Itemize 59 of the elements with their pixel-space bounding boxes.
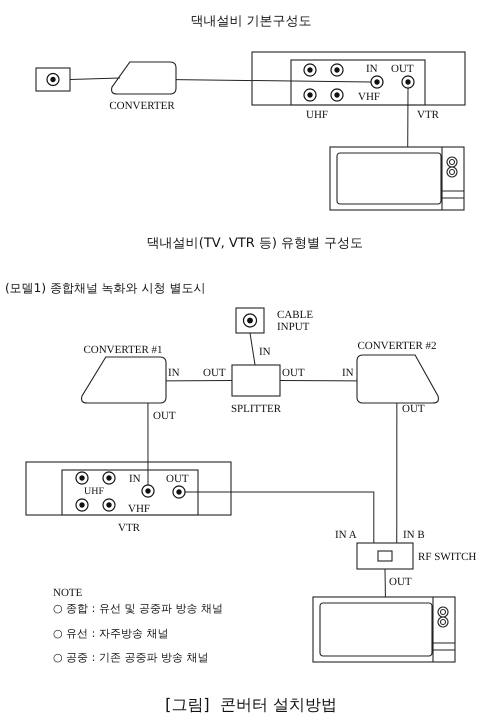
jack-connector xyxy=(331,64,343,76)
jack-connector xyxy=(371,76,383,88)
device-label: SPLITTER xyxy=(230,403,282,415)
port-label: IN A xyxy=(335,529,357,541)
port-label: OUT xyxy=(153,410,176,422)
jack-connector xyxy=(76,472,88,484)
port-label: UHF xyxy=(84,486,104,498)
wall-outlet xyxy=(36,68,70,91)
device-label: CONVERTER #2 xyxy=(357,340,437,352)
device-label: CONVERTER xyxy=(109,100,175,112)
cable-line xyxy=(70,78,120,80)
port-label: OUT xyxy=(391,63,414,75)
port-label: OUT xyxy=(389,576,412,588)
jack-connector xyxy=(103,499,115,511)
port-label: IN xyxy=(168,367,180,379)
port-label: IN xyxy=(366,63,378,75)
note-text: 댁내설비(TV, VTR 등) 유형별 구성도 xyxy=(146,236,364,251)
diagram-title: 댁내설비 기본구성도 xyxy=(190,13,312,30)
port-label: IN B xyxy=(403,529,425,541)
cable-line xyxy=(166,380,232,382)
jack-connector xyxy=(304,89,316,101)
device-label: VTR xyxy=(417,109,439,121)
jack-connector xyxy=(304,64,316,76)
port-label: NOTE xyxy=(53,587,82,599)
jack-connector xyxy=(402,76,414,88)
port-label: VHF xyxy=(128,503,150,515)
tv-drawing xyxy=(330,147,464,210)
cable-line xyxy=(396,402,398,544)
device-label: CABLE INPUT xyxy=(277,309,314,333)
device-label: CONVERTER #1 xyxy=(83,344,163,356)
jack-connector xyxy=(142,485,154,497)
port-label: IN xyxy=(342,367,354,379)
note-text: ○ 종합 : 유선 및 공중파 방송 채널 xyxy=(53,602,223,615)
port-label: IN xyxy=(259,346,271,358)
cable-line xyxy=(407,88,408,148)
port-label: IN xyxy=(129,473,141,485)
device-label: VTR xyxy=(118,522,140,534)
jack-connector xyxy=(76,499,88,511)
figure-caption: [그림] 콘버터 설치방법 xyxy=(165,695,337,716)
device-label: RF SWITCH xyxy=(418,551,476,563)
port-label: OUT xyxy=(282,367,305,379)
port-label: OUT xyxy=(166,473,189,485)
port-label: OUT xyxy=(203,367,226,379)
cable-line xyxy=(176,79,372,82)
port-label: UHF xyxy=(306,109,328,121)
jack-connector xyxy=(173,486,185,498)
cable-line xyxy=(384,568,386,598)
cable-line xyxy=(280,380,358,382)
cable-line xyxy=(184,492,374,544)
port-label: OUT xyxy=(402,403,425,415)
port-label: VHF xyxy=(358,91,380,103)
cable-line xyxy=(147,402,148,486)
tv-drawing xyxy=(313,597,455,662)
note-text: (모델1) 종합채널 녹화와 시청 별도시 xyxy=(5,281,206,295)
jack-connector xyxy=(103,472,115,484)
cable-line xyxy=(250,332,256,366)
note-text: ○ 공중 : 기존 공중파 방송 채널 xyxy=(53,651,208,664)
note-text: ○ 유선 : 자주방송 채널 xyxy=(53,627,168,640)
jack-connector xyxy=(331,89,343,101)
